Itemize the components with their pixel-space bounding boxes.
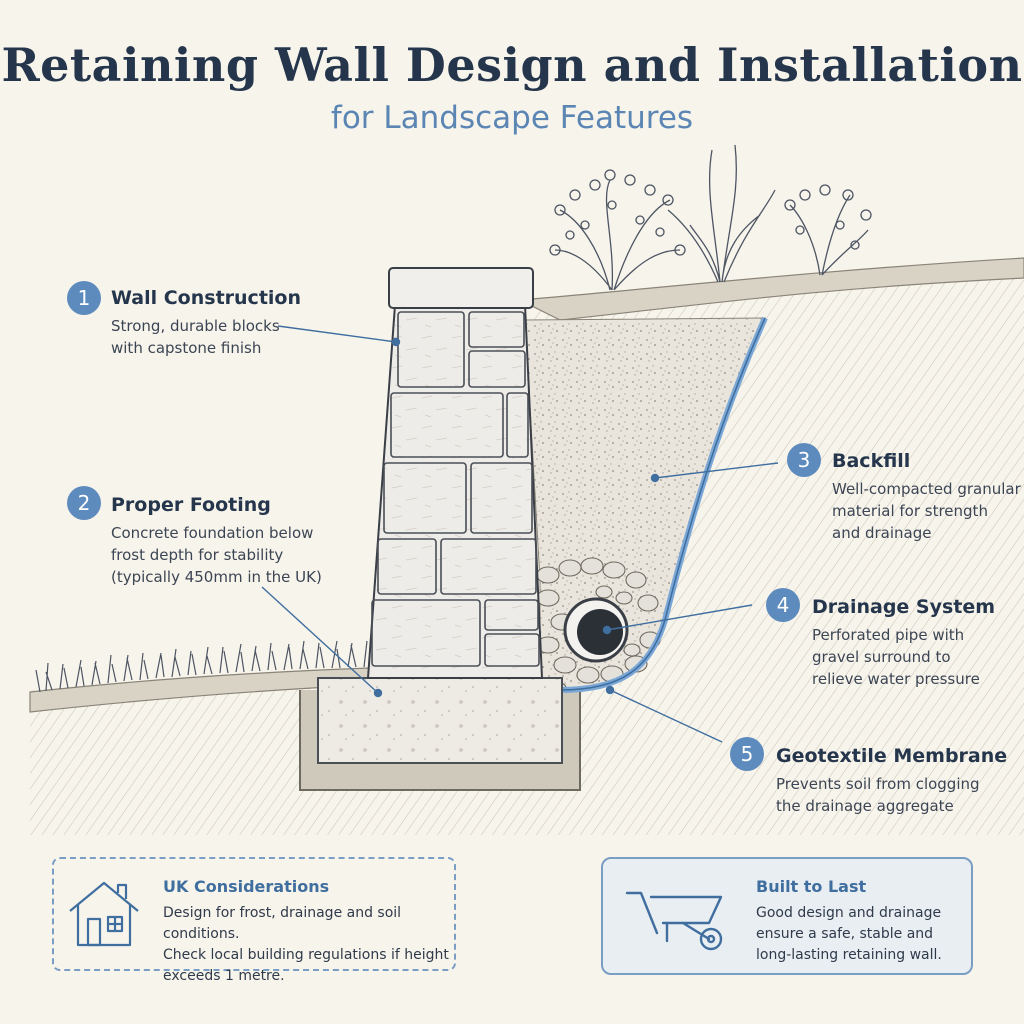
label-2-title: Proper Footing <box>111 494 271 516</box>
concrete-footing <box>317 677 563 764</box>
label-5-badge: 5 <box>730 737 764 771</box>
label-geotextile-membrane: Geotextile Membrane Prevents soil from c… <box>776 745 1007 817</box>
gravel-surround <box>536 557 661 695</box>
uk-considerations-title: UK Considerations <box>163 877 330 896</box>
label-3-title: Backfill <box>832 450 911 472</box>
drain-pipe-inner <box>577 609 623 655</box>
flowering-shrub-2 <box>784 184 872 276</box>
garden-plants <box>549 144 872 291</box>
wall-blocks <box>371 311 540 667</box>
leader-lines <box>261 325 779 743</box>
label-1-title: Wall Construction <box>111 287 301 309</box>
label-proper-footing: Proper Footing Concrete foundation below… <box>111 494 322 588</box>
label-3-badge: 3 <box>787 443 821 477</box>
label-1-badge: 1 <box>67 281 101 315</box>
label-2-badge: 2 <box>67 486 101 520</box>
wall-body <box>366 304 544 679</box>
page-subtitle: for Landscape Features <box>330 100 694 136</box>
upper-ground-surface <box>517 257 1024 321</box>
ornamental-grass <box>667 144 776 283</box>
label-4-title: Drainage System <box>812 596 996 618</box>
flowering-shrub <box>549 169 686 291</box>
label-wall-construction: Wall Construction Strong, durable blocks… <box>111 287 301 359</box>
house-icon <box>69 881 139 947</box>
uk-considerations-desc: Design for frost, drainage and soil cond… <box>163 905 449 984</box>
lower-soil <box>30 670 560 835</box>
uk-considerations-box: UK Considerations Design for frost, drai… <box>52 857 456 984</box>
page-title: Retaining Wall Design and Installation <box>1 38 1023 92</box>
capstone <box>388 267 534 309</box>
label-5-title: Geotextile Membrane <box>776 745 1008 767</box>
label-4-badge: 4 <box>766 588 800 622</box>
lawn-grass <box>35 640 368 693</box>
built-to-last-title: Built to Last <box>756 877 867 896</box>
wheelbarrow-icon <box>625 891 723 951</box>
